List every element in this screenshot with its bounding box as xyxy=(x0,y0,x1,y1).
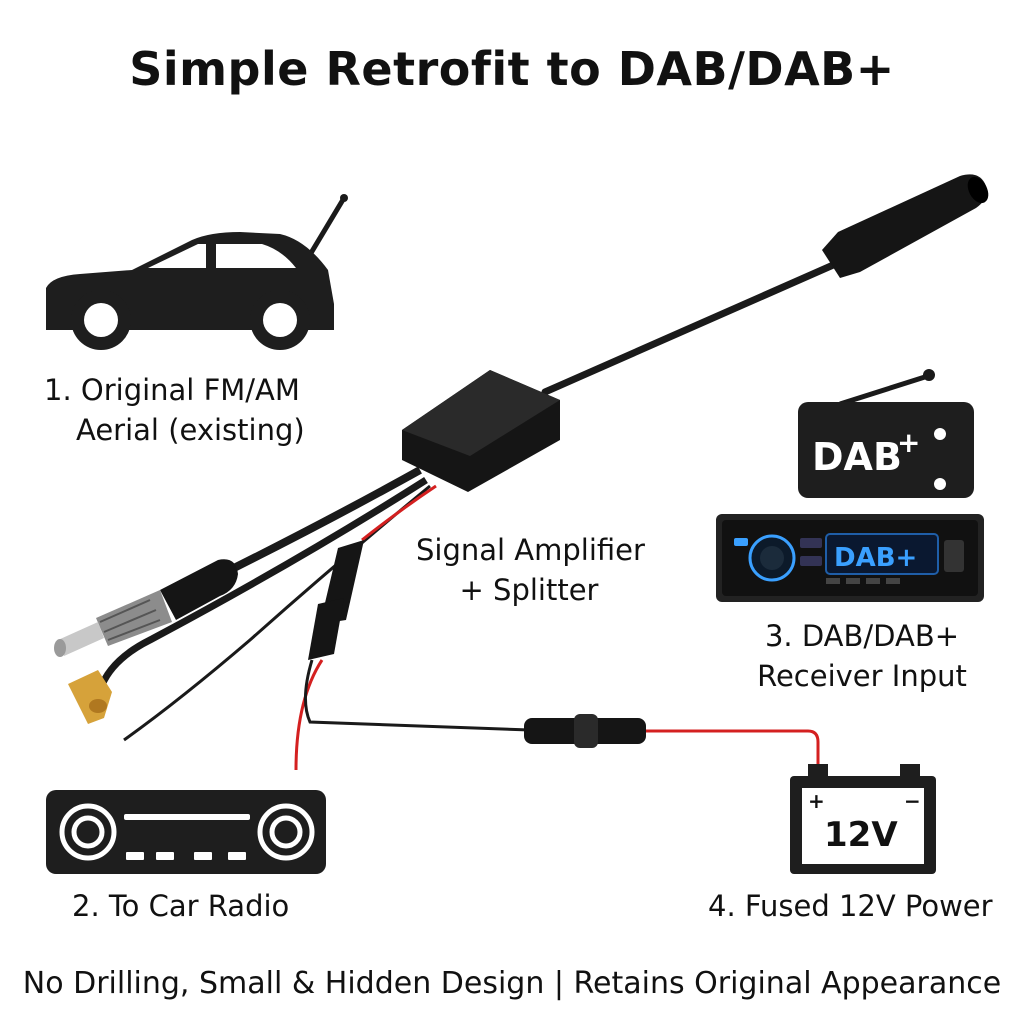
aerial-label: 1. Original FM/AM Aerial (existing) xyxy=(44,370,305,450)
receiver-label-line1: 3. DAB/DAB+ xyxy=(764,619,960,653)
amplifier-cables xyxy=(96,466,437,742)
footer-tagline: No Drilling, Small & Hidden Design | Ret… xyxy=(22,966,1002,1001)
receiver-label: 3. DAB/DAB+ Receiver Input xyxy=(756,616,968,696)
battery-icon: + − 12V xyxy=(790,764,936,874)
amplifier-label-line1: Signal Amplifier xyxy=(416,533,645,567)
gold-connector xyxy=(68,670,112,724)
aerial-socket-cable xyxy=(541,174,989,396)
amplifier-label-line2: + Splitter xyxy=(459,573,599,607)
aerial-label-line1: 1. Original FM/AM xyxy=(44,373,300,407)
battery-plus: + xyxy=(808,789,825,813)
car-icon xyxy=(46,194,348,350)
car-radio-icon xyxy=(46,790,326,874)
battery-minus: − xyxy=(904,789,921,813)
car-radio-label: 2. To Car Radio xyxy=(72,889,290,923)
battery-voltage: 12V xyxy=(824,815,898,855)
dab-logo-icon: DAB + xyxy=(798,369,974,498)
receiver-label-line2: Receiver Input xyxy=(757,659,967,693)
inline-fuse-vertical xyxy=(294,540,531,771)
dab-logo-text: DAB xyxy=(812,435,902,479)
aerial-label-line2: Aerial (existing) xyxy=(76,413,305,447)
inline-fuse-horizontal xyxy=(524,714,820,772)
receiver-display-text: DAB+ xyxy=(834,543,917,573)
dab-logo-plus: + xyxy=(897,426,920,459)
amplifier-box xyxy=(402,370,560,492)
iso-plug-connector xyxy=(54,559,238,657)
amplifier-label: Signal Amplifier + Splitter xyxy=(416,530,645,610)
dab-receiver-head-unit: DAB+ xyxy=(716,514,984,602)
page-title: Simple Retrofit to DAB/DAB+ xyxy=(129,42,895,96)
power-label: 4. Fused 12V Power xyxy=(708,889,993,923)
